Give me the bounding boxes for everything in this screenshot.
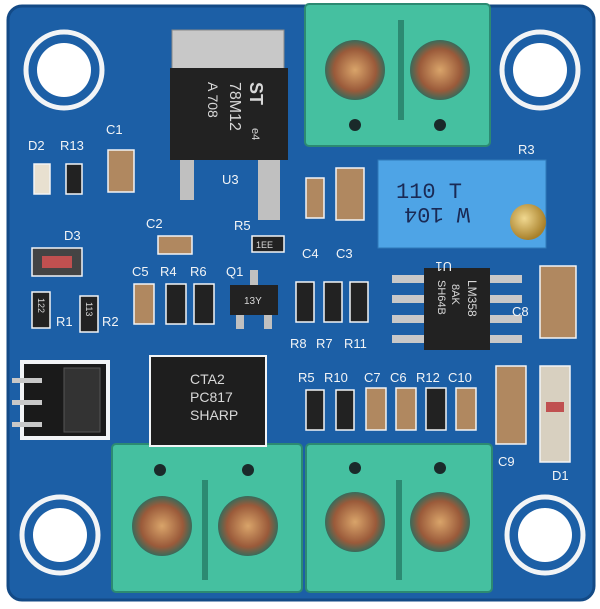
terminal-block-bottom-right (305, 443, 493, 593)
screw-icon (325, 40, 385, 100)
transistor-mark: 13Y (244, 296, 262, 307)
terminal-block-top (304, 3, 491, 147)
pot-marking-1: 110 T (396, 180, 462, 205)
adjust-screw-icon (510, 204, 546, 240)
opto-line2: PC817 (190, 389, 233, 405)
label-c6: C6 (390, 370, 407, 385)
mounting-holes (19, 29, 586, 576)
opto-line1: CTA2 (190, 371, 225, 387)
label-r2: R2 (102, 314, 119, 329)
transistor: 13Y Q1 (226, 264, 278, 329)
label-r10: R10 (324, 370, 348, 385)
terminal-block-bottom-left (111, 443, 303, 593)
label-q1: Q1 (226, 264, 243, 279)
voltage-regulator: ST 78M12 A 708 e4 U3 (170, 29, 288, 220)
label-c5: C5 (132, 264, 149, 279)
label-r4: R4 (160, 264, 177, 279)
jumper-header (12, 360, 110, 440)
optocoupler: CTA2 PC817 SHARP (149, 355, 267, 447)
label-d3: D3 (64, 228, 81, 243)
label-c3: C3 (336, 246, 353, 261)
label-r1: R1 (56, 314, 73, 329)
label-d2: D2 (28, 138, 45, 153)
opamp-ic: LM358 8AK SH64B U1 (392, 259, 522, 350)
pot-marking-2: W 104 (404, 201, 470, 226)
smd-components (31, 149, 577, 463)
label-c1: C1 (106, 122, 123, 137)
screw-icon (410, 492, 470, 552)
regulator-part: 78M12 (226, 82, 243, 131)
opamp-line2: 8AK (449, 284, 461, 305)
opto-line3: SHARP (190, 407, 238, 423)
opamp-line3: SH64B (435, 280, 447, 315)
r5-mark: 1EE (256, 240, 273, 250)
label-r5-top: R5 (234, 218, 251, 233)
label-d1: D1 (552, 468, 569, 483)
regulator-lot: A 708 (205, 82, 221, 118)
screw-icon (132, 496, 192, 556)
label-r5: R5 (298, 370, 315, 385)
label-c2: C2 (146, 216, 163, 231)
label-c7: C7 (364, 370, 381, 385)
label-r3: R3 (518, 142, 535, 157)
st-logo: ST (246, 82, 266, 105)
label-r7: R7 (316, 336, 333, 351)
label-c4: C4 (302, 246, 319, 261)
label-r13: R13 (60, 138, 84, 153)
screw-icon (325, 492, 385, 552)
label-r8: R8 (290, 336, 307, 351)
opamp-part: LM358 (465, 280, 479, 317)
label-r11: R11 (344, 336, 367, 351)
label-u3: U3 (222, 172, 239, 187)
label-r12: R12 (416, 370, 440, 385)
screw-icon (218, 496, 278, 556)
label-r6: R6 (190, 264, 207, 279)
label-c10: C10 (448, 370, 472, 385)
silkscreen-labels: D2 R13 C1 C2 R5 D3 C5 R4 R6 R1 R2 C4 C3 … (28, 122, 569, 483)
r1-mark: 122 (36, 298, 46, 313)
label-u1: U1 (435, 259, 452, 274)
potentiometer: 110 T W 104 R3 (377, 142, 547, 249)
r2-mark: 113 (84, 302, 94, 316)
regulator-mark: e4 (249, 128, 261, 140)
screw-icon (410, 40, 470, 100)
label-c9: C9 (498, 454, 515, 469)
label-c8: C8 (512, 304, 529, 319)
